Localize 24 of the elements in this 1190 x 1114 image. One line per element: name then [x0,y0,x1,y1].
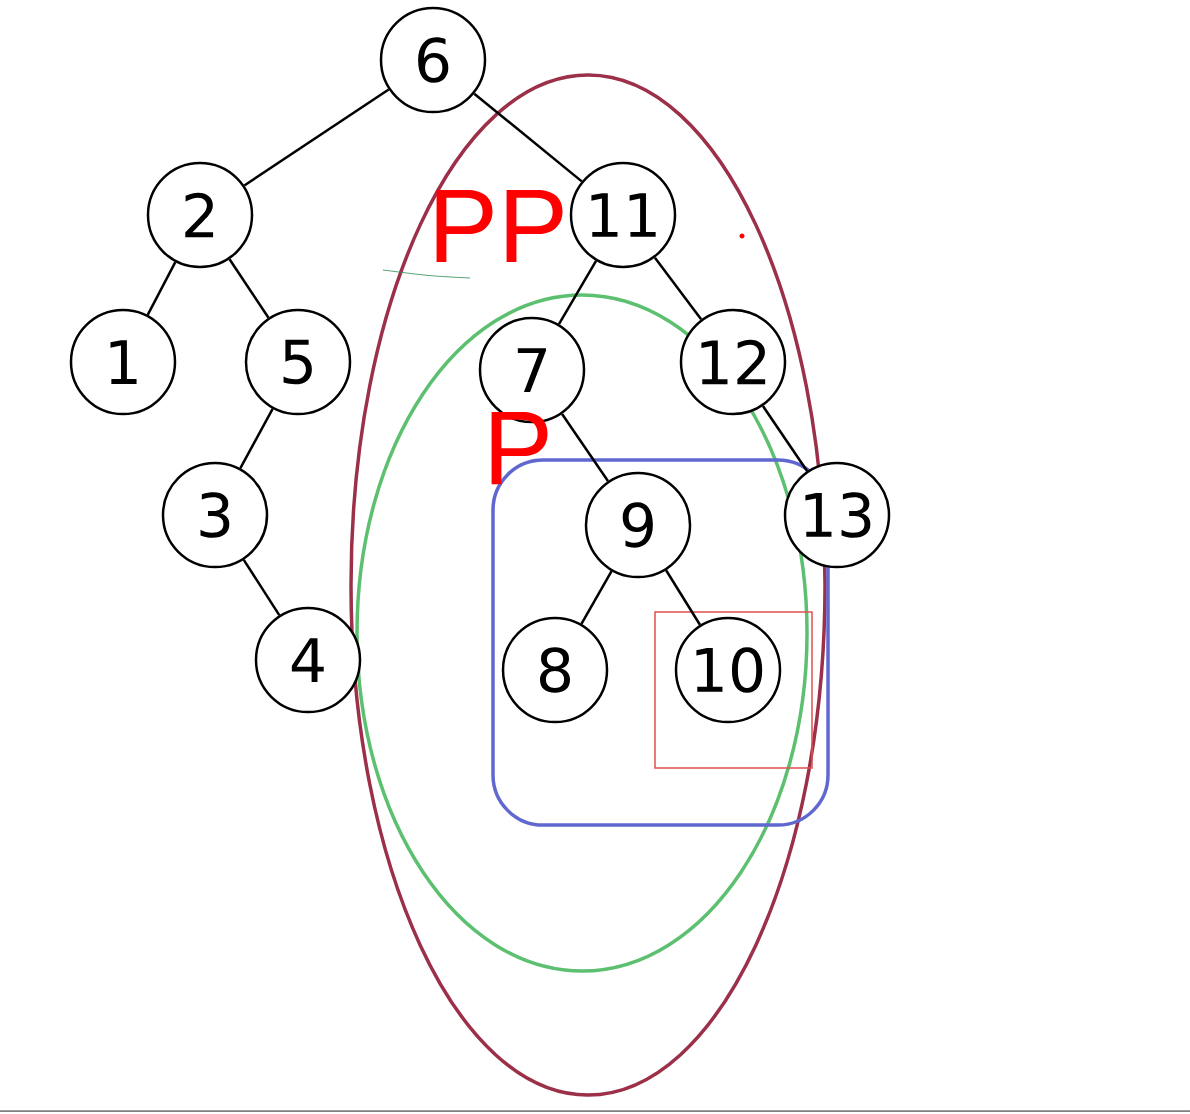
tree-edge [228,258,270,319]
tree-node: 11 [569,161,677,269]
tree-edge [561,413,609,482]
tree-node: 10 [674,616,782,724]
tree-edge [146,261,177,316]
tree-node: 12 [679,308,787,416]
tree-edge [580,570,613,625]
tree-edge [239,408,274,469]
tree-node: 1 [69,308,177,416]
tree-node: 5 [244,308,352,416]
tree-edge [473,92,583,183]
tree-node: 6 [379,6,487,114]
tree-node: 4 [254,606,362,714]
tree-edge [665,569,701,626]
tree-node: 9 [584,471,692,579]
tree-edge [653,256,703,321]
handwritten-label: PP [436,189,563,263]
tree-edge [243,88,390,187]
tree-node: 2 [146,161,254,269]
tree-edge [557,260,598,325]
tree-edge [242,559,281,616]
tree-node: 8 [501,616,609,724]
tree-node: 3 [161,461,269,569]
tree-node: 13 [783,461,891,569]
